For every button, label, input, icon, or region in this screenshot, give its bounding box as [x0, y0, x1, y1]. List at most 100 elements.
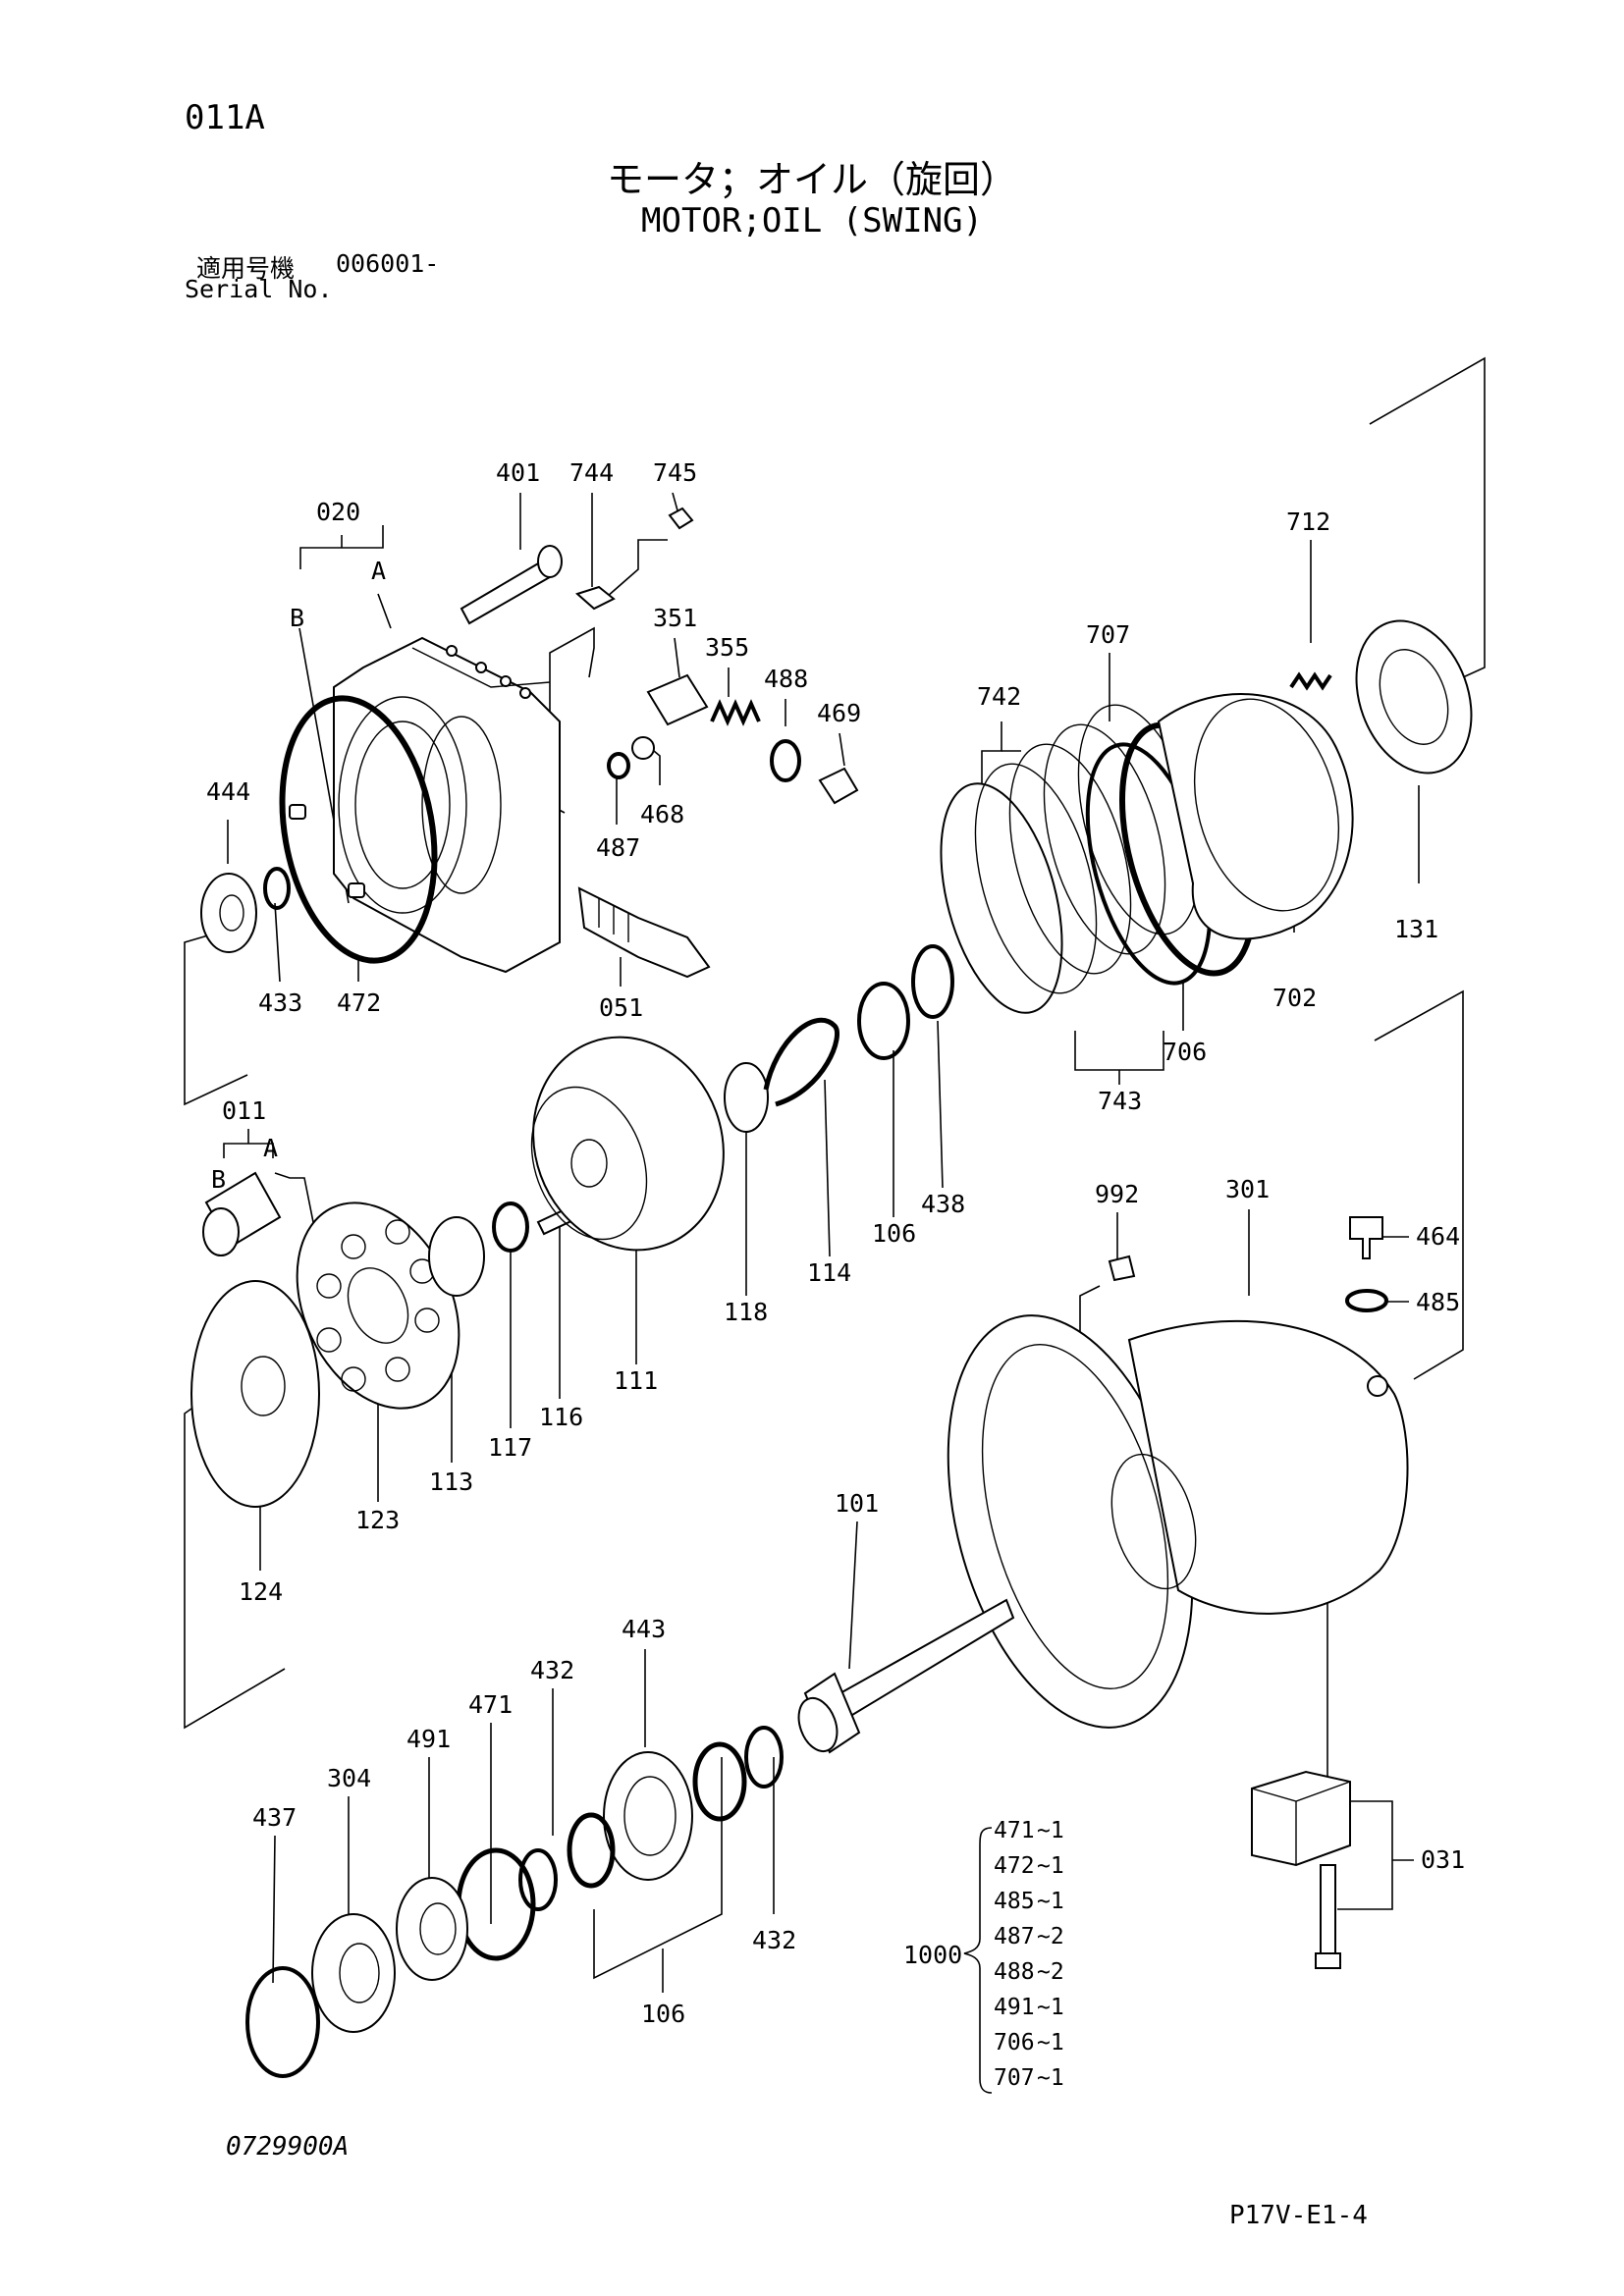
callout-label: 488: [764, 665, 808, 693]
svg-text:~2: ~2: [1037, 1924, 1064, 1949]
callout-label: 118: [724, 1298, 768, 1326]
svg-text:~2: ~2: [1037, 1959, 1064, 1985]
callout-label: 304: [327, 1764, 371, 1792]
callout-label: 438: [921, 1190, 965, 1218]
callout-label: 020: [316, 498, 360, 526]
callout-label: 131: [1394, 915, 1438, 943]
oil-seal-491: [396, 1877, 468, 1981]
callout-label: 101: [835, 1489, 879, 1518]
svg-text:~1: ~1: [1037, 1818, 1064, 1843]
callout-label: 351: [653, 604, 697, 632]
title-english: MOTOR;OIL (SWING): [641, 201, 983, 240]
spool-051: [577, 886, 711, 979]
part-drawings: [190, 507, 1473, 2078]
svg-text:485: 485: [994, 1889, 1035, 1914]
callout-label: 116: [539, 1403, 583, 1431]
kit-item: 706~1: [994, 2030, 1064, 2056]
screw-745: [668, 507, 694, 530]
callout-label: 471: [468, 1690, 513, 1719]
callout-labels: 020 A B 401 744 745 351 355 488 469 468 …: [206, 458, 1465, 2028]
callout-label: A: [371, 557, 386, 585]
bearing-444: [200, 873, 257, 953]
callout-label: 106: [872, 1219, 916, 1248]
callout-label: 301: [1225, 1175, 1270, 1203]
callout-label: 443: [622, 1615, 666, 1643]
serial-label-english: Serial No.: [185, 275, 333, 303]
cover-304: [311, 1913, 396, 2033]
svg-text:487: 487: [994, 1924, 1035, 1949]
spring-712: [1289, 671, 1332, 691]
snap-ring-432: [744, 1726, 784, 1789]
kit-item: 472~1: [994, 1853, 1064, 1879]
callout-label: 432: [530, 1656, 574, 1684]
spacer-118: [724, 1062, 769, 1133]
callout-label: 011: [222, 1096, 266, 1125]
svg-text:~1: ~1: [1037, 2065, 1064, 2091]
callout-label: A: [263, 1134, 278, 1162]
kit-1000-list: 1000 471~1 472~1 485~1 487~2 488~2 491~1…: [903, 1818, 1064, 2091]
callout-label: 487: [596, 833, 640, 862]
o-ring-471: [456, 1847, 536, 1961]
plug-992: [1108, 1255, 1136, 1282]
callout-label: 712: [1286, 507, 1330, 536]
callout-label: 468: [640, 800, 684, 828]
svg-text:471: 471: [994, 1818, 1035, 1843]
housing-301: [947, 1314, 1409, 1729]
callout-label: 992: [1095, 1180, 1139, 1208]
retainer-113: [428, 1216, 485, 1297]
callout-label: 117: [488, 1433, 532, 1462]
snap-ring-437: [245, 1966, 320, 2078]
spring-114: [763, 1017, 839, 1107]
cylinder-block-111: [530, 1036, 725, 1252]
callout-label: 744: [569, 458, 614, 487]
svg-text:491: 491: [994, 1995, 1035, 2020]
shaft-101: [797, 1598, 1015, 1754]
callout-label: 469: [817, 699, 861, 727]
callout-label: B: [211, 1165, 226, 1194]
ring-106: [857, 982, 910, 1060]
callout-label: 491: [406, 1725, 451, 1753]
callout-label: 472: [337, 988, 381, 1017]
sheet-number: P17V-E1-4: [1229, 2201, 1368, 2230]
callout-label: 485: [1416, 1288, 1460, 1316]
svg-text:~1: ~1: [1037, 1995, 1064, 2020]
callout-label: 051: [599, 993, 643, 1022]
spring-355: [710, 699, 761, 726]
callout-label: 031: [1421, 1845, 1465, 1874]
callout-label: 355: [705, 633, 749, 662]
svg-text:~1: ~1: [1037, 2030, 1064, 2056]
snap-ring-438: [911, 944, 954, 1019]
kit-item: 471~1: [994, 1818, 1064, 1843]
kit-id: 1000: [903, 1941, 962, 1969]
callout-label: 742: [977, 682, 1021, 711]
spacer-117: [492, 1201, 529, 1253]
callout-label: 106: [641, 2000, 685, 2028]
page-code: 011A: [185, 98, 265, 137]
callout-label: 706: [1163, 1038, 1207, 1066]
piston-011: [202, 1171, 282, 1256]
title-japanese: モータ；オイル（旋回）: [606, 158, 1017, 201]
callout-label: 433: [258, 988, 302, 1017]
callout-label: 123: [355, 1506, 400, 1534]
callout-label: 444: [206, 777, 250, 806]
plunger-351: [646, 673, 709, 726]
callout-label: 111: [614, 1366, 658, 1395]
drawing-number: 0729900A: [226, 2132, 350, 2162]
callout-label: 113: [429, 1468, 473, 1496]
callout-label: B: [290, 604, 304, 632]
snap-ring-433: [263, 867, 291, 910]
o-ring-485: [1345, 1289, 1388, 1312]
kit-item: 491~1: [994, 1995, 1064, 2020]
callout-label: 114: [807, 1258, 851, 1287]
plug-469: [818, 767, 859, 805]
svg-text:472: 472: [994, 1853, 1035, 1879]
svg-text:~1: ~1: [1037, 1889, 1064, 1914]
bolt-401: [460, 545, 563, 625]
serial-value: 006001-: [336, 249, 440, 278]
serial-label-japanese: 適用号機: [196, 254, 296, 283]
plate-744: [575, 585, 616, 611]
swash-plate-124: [190, 1280, 320, 1508]
ring-106-bottom: [692, 1741, 747, 1822]
kit-item: 707~1: [994, 2065, 1064, 2091]
